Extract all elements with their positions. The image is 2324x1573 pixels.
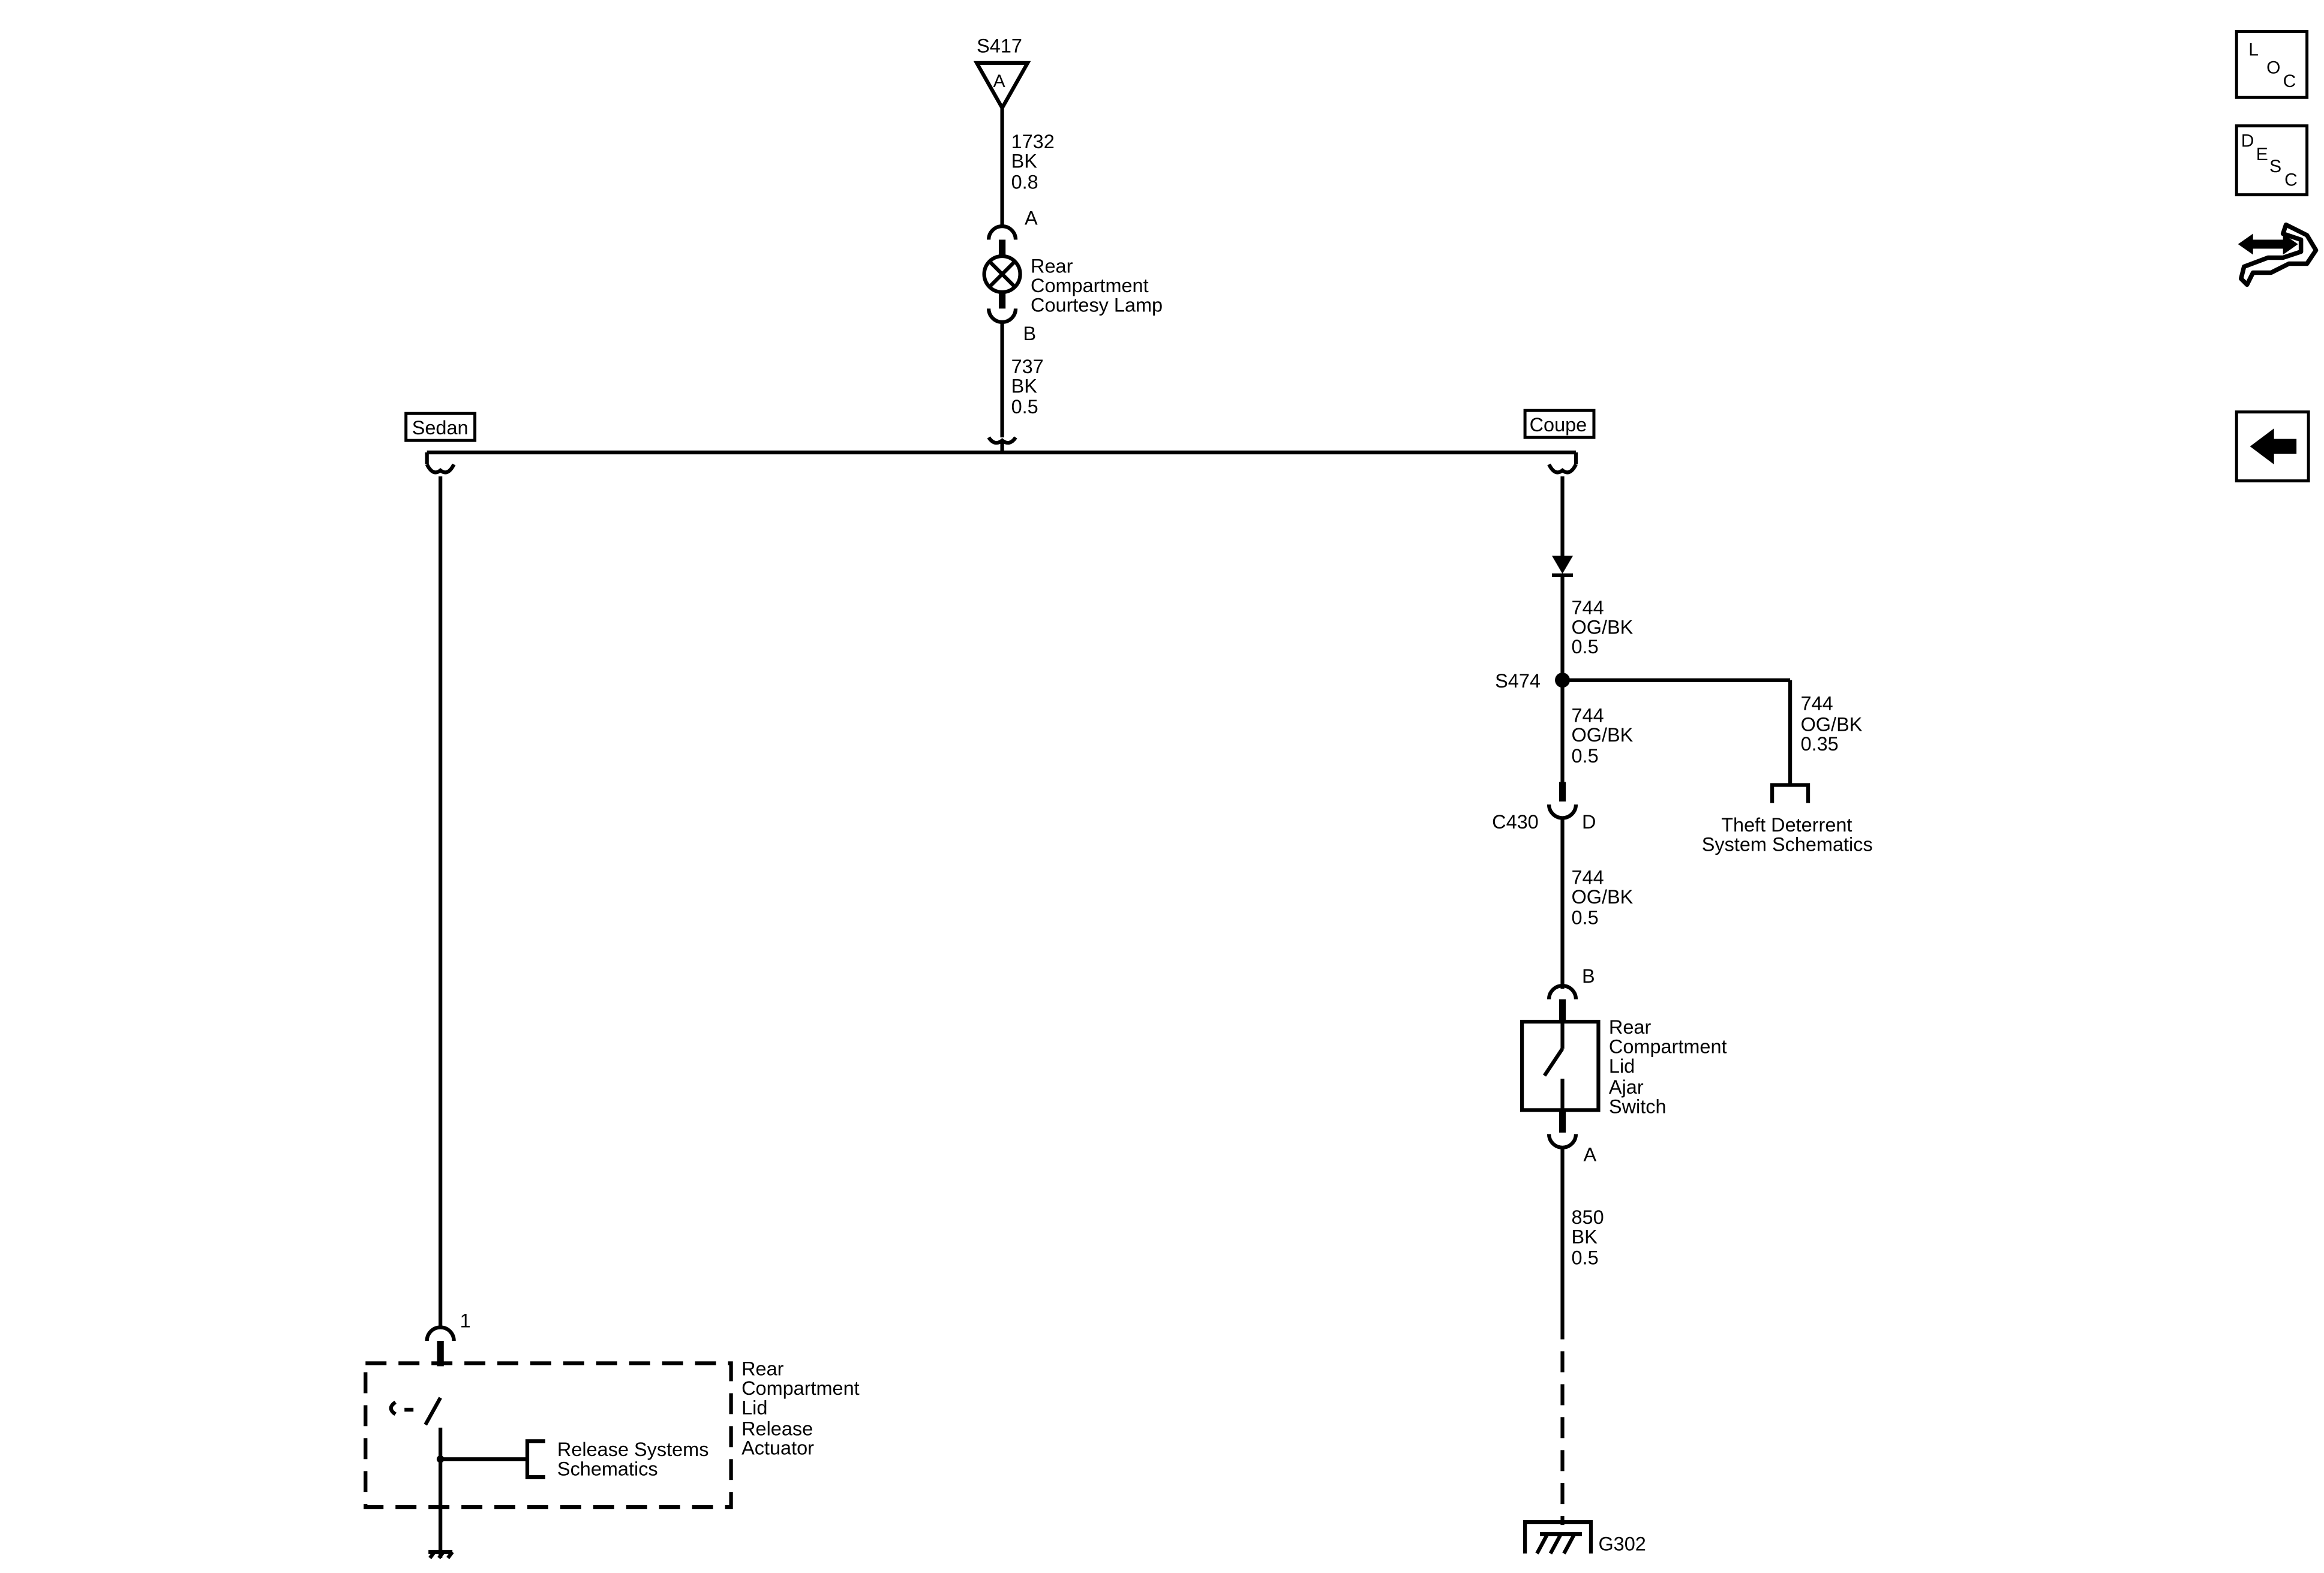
loc-button[interactable]: L O C: [2235, 29, 2309, 99]
release-ref-line-1: Release Systems: [557, 1439, 709, 1460]
ground-g302-hatch-3: [1562, 1533, 1577, 1555]
lamp-connector-b: [986, 308, 1018, 324]
back-arrow-icon: [2250, 428, 2297, 465]
wire-1732-circuit: 1732: [1011, 131, 1055, 152]
desc-letter-s: S: [2269, 157, 2281, 176]
lamp-name-1: Rear: [1031, 255, 1073, 277]
variant-coupe-label: Coupe: [1530, 414, 1587, 436]
actuator-name-3: Lid: [741, 1397, 767, 1418]
ajar-name-3: Lid: [1609, 1055, 1635, 1077]
lamp-pin-a: A: [1025, 208, 1038, 229]
wire-744b-gauge: 0.5: [1572, 745, 1599, 767]
actuator-name-2: Compartment: [741, 1377, 860, 1399]
sedan-ground-hatch-3: [446, 1551, 454, 1559]
splice-s417-triangle: [973, 61, 1031, 112]
wire-744c-circuit: 744: [1572, 866, 1604, 888]
ajar-connector-b: [1547, 984, 1578, 999]
lamp-pin-b: B: [1023, 323, 1037, 344]
wire-850-gauge: 0.5: [1572, 1247, 1599, 1269]
ajar-switch-box: [1520, 1019, 1601, 1112]
diagnostic-wrench: [2238, 222, 2319, 287]
wire-737-color: BK: [1011, 375, 1038, 397]
wire-1732-color: BK: [1011, 151, 1038, 172]
variant-coupe-box: [1523, 409, 1596, 439]
wire-850-color: BK: [1572, 1226, 1598, 1248]
loc-button-frame[interactable]: [2235, 29, 2309, 99]
lamp-name-2: Compartment: [1031, 275, 1149, 296]
variant-sedan-box: [404, 412, 477, 442]
splice-s474-label: S474: [1495, 670, 1541, 692]
wire-744a-circuit: 744: [1572, 597, 1604, 619]
actuator-dashed-box: [364, 1361, 733, 1509]
ajar-switch-blade: [1542, 1047, 1565, 1077]
splice-s417-label: S417: [977, 35, 1022, 56]
desc-button[interactable]: D E S C: [2235, 124, 2309, 197]
ajar-pin-b: B: [1582, 965, 1595, 987]
diagnostic-tool-icon[interactable]: [2238, 222, 2319, 287]
ajar-connector-a: [1547, 1134, 1578, 1149]
wire-850-circuit: 850: [1572, 1206, 1604, 1228]
wire-744b-circuit: 744: [1572, 705, 1604, 727]
sedan-ground-hatch-1: [428, 1551, 436, 1559]
desc-button-frame[interactable]: [2235, 124, 2309, 197]
diagnostic-arrows: [2238, 233, 2298, 255]
sedan-ground-hatch-2: [437, 1551, 445, 1559]
wire-theft-color: OG/BK: [1801, 714, 1863, 736]
desc-letter-e: E: [2256, 145, 2268, 164]
ground-g302-bracket: [1523, 1520, 1593, 1554]
sedan-breaker: [425, 463, 456, 475]
actuator-connector: [425, 1325, 456, 1341]
wire-744b-color: OG/BK: [1572, 724, 1634, 746]
desc-letter-d: D: [2241, 131, 2254, 151]
actuator-name-4: Release: [741, 1418, 813, 1439]
release-ref-bracket: [525, 1439, 545, 1479]
ajar-name-2: Compartment: [1609, 1035, 1727, 1057]
coupe-breaker: [1547, 463, 1578, 475]
ajar-name-5: Switch: [1609, 1095, 1667, 1117]
theft-ref-line-2: System Schematics: [1702, 833, 1873, 855]
ground-g302-label: G302: [1598, 1533, 1646, 1555]
actuator-solenoid-link: [389, 1400, 414, 1416]
wire-744a-color: OG/BK: [1572, 616, 1634, 638]
loc-letter-c: C: [2283, 71, 2296, 91]
wire-theft-circuit: 744: [1801, 693, 1833, 715]
actuator-switch-blade: [424, 1397, 442, 1426]
c430-label: C430: [1492, 811, 1539, 833]
loc-letter-l: L: [2248, 40, 2259, 59]
wire-744c-color: OG/BK: [1572, 886, 1634, 908]
coupe-direction-arrow: [1552, 556, 1573, 574]
actuator-pin-1: 1: [460, 1310, 471, 1331]
wire-737-gauge: 0.5: [1011, 396, 1038, 418]
lamp-name-3: Courtesy Lamp: [1031, 294, 1163, 316]
wire-744c-gauge: 0.5: [1572, 907, 1599, 929]
theft-ref-line-1: Theft Deterrent: [1721, 814, 1852, 836]
theft-ref-bracket: [1770, 783, 1810, 803]
ajar-pin-a: A: [1583, 1143, 1596, 1165]
ground-g302-hatch-2: [1548, 1533, 1563, 1555]
lamp-connector-a: [986, 224, 1018, 240]
actuator-name-5: Actuator: [741, 1437, 814, 1459]
desc-letter-c: C: [2284, 170, 2298, 190]
wire-744a-gauge: 0.5: [1572, 636, 1599, 658]
loc-letter-o: O: [2266, 58, 2280, 77]
splice-s417-pin: A: [993, 71, 1005, 91]
wire-1732-gauge: 0.8: [1011, 172, 1038, 193]
ground-g302-hatch-1: [1535, 1533, 1550, 1555]
lamp-cross-2: [988, 260, 1017, 289]
ajar-name-4: Ajar: [1609, 1076, 1644, 1098]
release-ref-line-2: Schematics: [557, 1458, 658, 1480]
c430-pin: D: [1582, 811, 1596, 833]
ajar-name-1: Rear: [1609, 1016, 1652, 1038]
c430-connector: [1547, 804, 1578, 820]
back-button[interactable]: [2235, 410, 2310, 483]
wire-737-circuit: 737: [1011, 356, 1044, 377]
variant-sedan-label: Sedan: [412, 417, 469, 439]
actuator-name-1: Rear: [741, 1358, 784, 1379]
wire-theft-gauge: 0.35: [1801, 733, 1839, 755]
